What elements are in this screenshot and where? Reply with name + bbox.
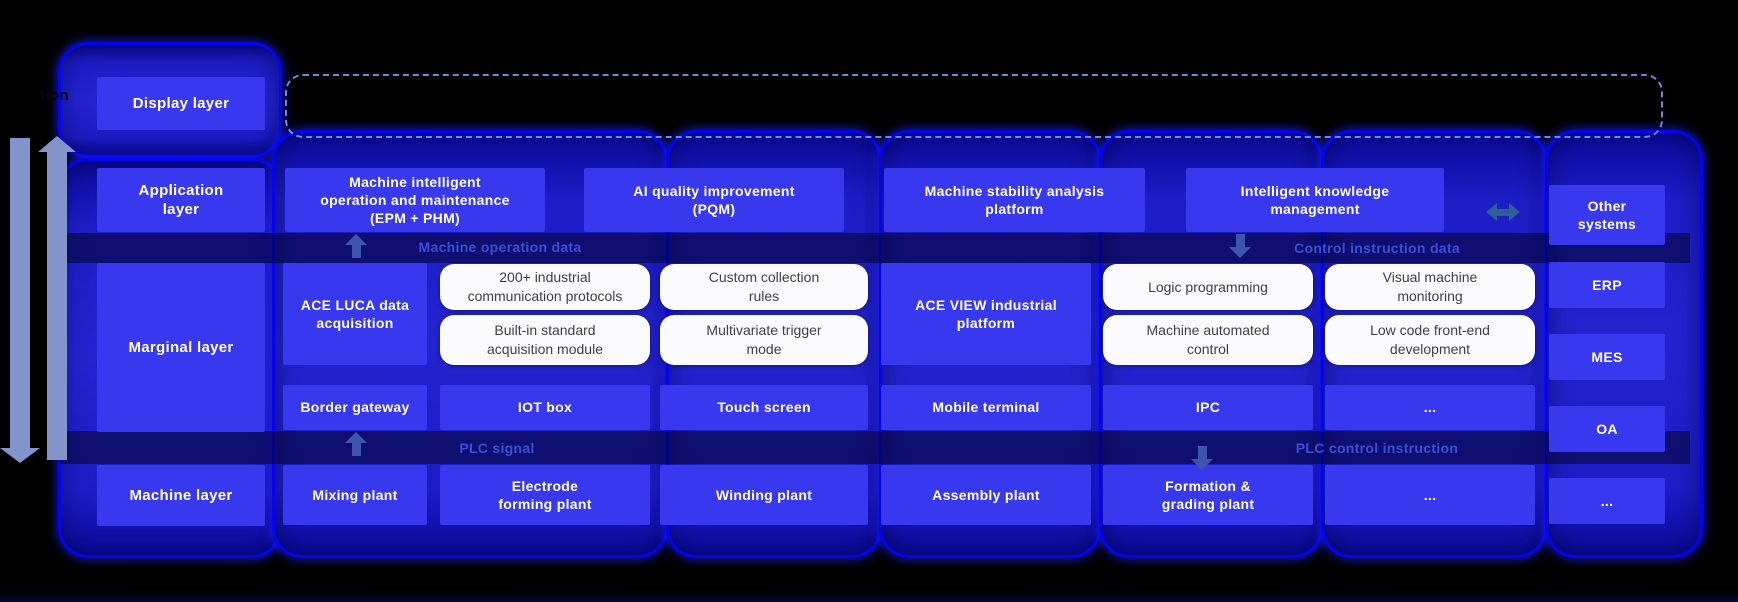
app-box-pqm: AI quality improvement (PQM) — [584, 168, 844, 232]
feature-box-custom-collection-rules: Custom collection rules — [660, 264, 868, 310]
flow-label-plc-signal: PLC signal — [459, 440, 535, 456]
feature-box-machine-automated-control: Machine automated control — [1103, 315, 1313, 365]
feature-box-logic-programming: Logic programming — [1103, 264, 1313, 310]
machine-box-formation-grading-plant: Formation & grading plant — [1103, 465, 1313, 525]
external-box-mes: MES — [1549, 334, 1665, 380]
machine-box-ellipsis: ... — [1325, 465, 1535, 525]
app-box-knowledge-management: Intelligent knowledge management — [1186, 168, 1444, 232]
layer-box-marginal: Marginal layer — [97, 263, 265, 432]
platform-box-ace-luca: ACE LUCA data acquisition — [283, 263, 427, 365]
row-separator-band — [60, 431, 1690, 464]
feature-box-multivariate-trigger-mode: Multivariate trigger mode — [660, 315, 868, 365]
device-box-border-gateway: Border gateway — [283, 385, 427, 430]
down-arrow-icon — [1229, 234, 1251, 258]
flow-label-machine-operation-data: Machine operation data — [418, 239, 582, 255]
external-box-oa: OA — [1549, 406, 1665, 452]
data-up-arrow-large — [47, 152, 67, 460]
up-arrow-icon — [345, 432, 367, 456]
machine-box-electrode-forming-plant: Electrode forming plant — [440, 465, 650, 525]
flow-label-control-instruction-data: Control instruction data — [1294, 240, 1460, 256]
feature-box-low-code-development: Low code front-end development — [1325, 315, 1535, 365]
machine-box-winding-plant: Winding plant — [660, 465, 868, 525]
row-separator-band — [60, 233, 1690, 263]
machine-box-assembly-plant: Assembly plant — [881, 465, 1091, 525]
external-box-other-systems: Other systems — [1549, 185, 1665, 245]
app-box-stability-platform: Machine stability analysis platform — [884, 168, 1145, 232]
layer-box-display: Display layer — [97, 77, 265, 130]
app-box-epm-phm: Machine intelligent operation and mainte… — [285, 168, 545, 232]
machine-box-mixing-plant: Mixing plant — [283, 465, 427, 525]
data-up-arrowhead — [38, 136, 76, 152]
external-box-erp: ERP — [1549, 262, 1665, 308]
instruction-down-arrow-large — [10, 138, 30, 450]
layer-box-application: Application layer — [97, 168, 265, 232]
bottom-edge-band — [0, 588, 1738, 602]
device-box-ellipsis: ... — [1325, 385, 1535, 430]
flow-label-plc-control-instruction: PLC control instruction — [1295, 440, 1459, 456]
external-box-ellipsis: ... — [1549, 478, 1665, 524]
device-box-ipc: IPC — [1103, 385, 1313, 430]
device-box-iot-box: IOT box — [440, 385, 650, 430]
up-arrow-icon — [345, 234, 367, 258]
feature-box-visual-machine-monitoring: Visual machine monitoring — [1325, 264, 1535, 310]
display-extension-dashed-outline — [285, 74, 1663, 138]
layer-box-machine: Machine layer — [97, 465, 265, 526]
platform-box-ace-view: ACE VIEW industrial platform — [881, 263, 1091, 365]
instruction-down-arrowhead — [0, 448, 40, 463]
device-box-mobile-terminal: Mobile terminal — [881, 385, 1091, 430]
feature-box-acquisition-module: Built-in standard acquisition module — [440, 315, 650, 365]
feature-box-communication-protocols: 200+ industrial communication protocols — [440, 264, 650, 310]
device-box-touch-screen: Touch screen — [660, 385, 868, 430]
clipped-label-fragment: tion — [40, 87, 70, 104]
bidirectional-arrow-icon — [1486, 203, 1520, 221]
down-arrow-icon — [1191, 446, 1213, 470]
